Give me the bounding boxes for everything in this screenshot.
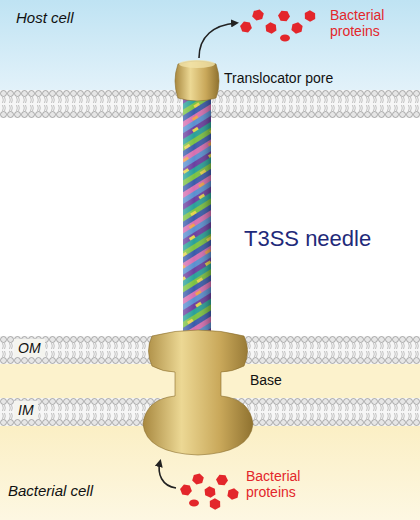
base-shape <box>143 330 253 455</box>
protein-label: Bacterial proteins <box>330 7 410 39</box>
host-cell-band: Host cell Bacterial proteins <box>0 0 420 90</box>
protein-label: Bacterial proteins <box>246 468 326 500</box>
membrane-label: OM <box>14 339 45 357</box>
part-label: Translocator pore <box>224 70 333 86</box>
structure-title: T3SS needle <box>244 226 371 252</box>
bacterial-cell-band: Bacterial cell Bacterial proteins <box>0 428 420 520</box>
translocator-pore-shape <box>175 61 219 101</box>
needle-helix <box>183 96 211 338</box>
part-label: Base <box>250 372 282 388</box>
cell-label: Bacterial cell <box>8 482 93 499</box>
pore-rim <box>179 60 215 68</box>
membrane-label: IM <box>14 401 38 419</box>
needle-shading <box>183 96 211 338</box>
secretion-arrow-top <box>199 23 236 58</box>
cell-label: Host cell <box>16 9 74 26</box>
protein-cluster-top <box>239 9 317 42</box>
protein-cluster-bottom <box>179 473 240 512</box>
secretion-arrow-bottom <box>159 462 176 488</box>
